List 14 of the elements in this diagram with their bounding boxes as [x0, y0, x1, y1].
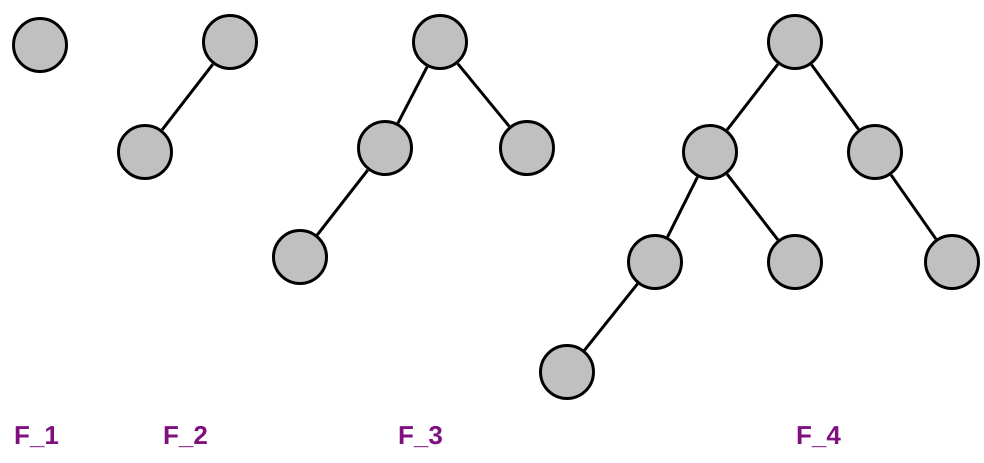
connector-line — [456, 62, 510, 128]
tree-label: F_4 — [796, 420, 841, 451]
tree-label: F_2 — [163, 420, 208, 451]
connector-line — [726, 63, 780, 131]
connector-line — [726, 173, 780, 241]
tree-label: F_3 — [398, 420, 443, 451]
connector-line — [810, 64, 860, 130]
connector-line — [160, 63, 214, 131]
connector-line — [890, 174, 938, 240]
connector-line — [666, 176, 699, 238]
tree-label: F_1 — [14, 420, 59, 451]
connector-line — [396, 66, 428, 124]
connector-line — [583, 282, 639, 352]
connector-line — [316, 169, 369, 236]
